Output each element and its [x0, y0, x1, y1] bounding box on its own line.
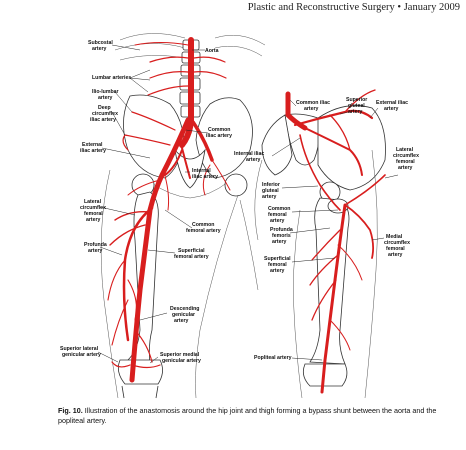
label-lateral-circumflex-3: femoral: [84, 211, 103, 217]
label-deep-circumflex-2: circumflex: [92, 111, 118, 117]
label-external-iliac-1: External: [82, 142, 103, 148]
running-head: Plastic and Reconstructive Surgery • Jan…: [247, 2, 460, 13]
label-deep-circumflex-3: iliac artery: [90, 117, 116, 123]
label-r-common-femoral-2: femoral: [268, 212, 287, 218]
label-superior-medial-genicular-1: Superior medial: [160, 352, 200, 358]
label-r-profunda-3: artery: [272, 239, 287, 245]
figure-caption: Fig. 10. Illustration of the anastomosis…: [58, 406, 458, 426]
label-ilio-lumbar-2: artery: [98, 95, 113, 101]
label-r-inferior-gluteal-3: artery: [262, 194, 277, 200]
label-descending-genicular-2: genicular: [172, 312, 195, 318]
label-r-superior-gluteal-1: Superior: [346, 97, 367, 103]
label-r-common-iliac-2: artery: [304, 106, 319, 112]
label-r-lateral-circumflex-4: artery: [398, 165, 413, 171]
label-superior-medial-genicular-2: genicular artery: [162, 358, 201, 364]
label-subcostal-artery-2: artery: [92, 46, 107, 52]
label-r-medial-circumflex-4: artery: [388, 252, 403, 258]
label-r-medial-circumflex-2: circumflex: [384, 240, 410, 246]
right-arteries: [285, 89, 386, 394]
label-profunda-2: artery: [88, 248, 103, 254]
label-r-superficial-femoral-1: Superficial: [264, 256, 291, 262]
label-r-popliteal: Popliteal artery: [254, 355, 292, 361]
label-r-lateral-circumflex-3: femoral: [396, 159, 415, 165]
label-common-femoral-1: Common: [192, 222, 214, 228]
label-deep-circumflex-1: Deep: [98, 105, 111, 111]
label-subcostal-artery: Subcostal: [88, 40, 113, 46]
label-r-inferior-gluteal-1: Inferior: [262, 182, 280, 188]
label-r-common-iliac-1: Common iliac: [296, 100, 330, 106]
label-lateral-circumflex-4: artery: [86, 217, 101, 223]
caption-label: Fig. 10.: [58, 406, 83, 415]
label-descending-genicular-3: artery: [174, 318, 189, 324]
right-leaders: [271, 99, 399, 361]
label-r-medial-circumflex-1: Medial: [386, 234, 403, 240]
label-r-superficial-femoral-3: artery: [270, 268, 285, 274]
label-aorta: Aorta: [205, 48, 219, 54]
label-r-common-femoral-1: Common: [268, 206, 290, 212]
label-profunda-1: Profunda: [84, 242, 107, 248]
left-arteries: [107, 37, 231, 383]
label-r-profunda-1: Profunda: [270, 227, 293, 233]
caption-text: Illustration of the anastomosis around t…: [58, 406, 437, 425]
label-r-inferior-gluteal-2: gluteal: [262, 188, 279, 194]
right-text-labels: Common iliac artery Superior gluteal art…: [234, 97, 419, 361]
label-r-internal-iliac-2: artery: [246, 157, 261, 163]
label-r-profunda-2: femoris: [272, 233, 291, 239]
left-leaders: [97, 44, 209, 364]
label-descending-genicular-1: Descending: [170, 306, 199, 312]
label-external-iliac-2: iliac artery: [80, 148, 106, 154]
label-lateral-circumflex-2: circumflex: [80, 205, 106, 211]
label-internal-iliac-2: iliac artery: [192, 174, 218, 180]
label-common-femoral-2: femoral artery: [186, 228, 221, 234]
label-superficial-femoral-1: Superficial: [178, 248, 205, 254]
label-common-iliac-1: Common: [208, 127, 230, 133]
label-ilio-lumbar: Ilio-lumbar: [92, 89, 119, 95]
label-lumbar-arteries: Lumbar arteries: [92, 75, 131, 81]
label-r-medial-circumflex-3: femoral: [386, 246, 405, 252]
left-text-labels: Subcostal artery Aorta Lumbar arteries I…: [60, 40, 232, 364]
label-superior-lateral-genicular-2: genicular artery: [62, 352, 101, 358]
label-r-internal-iliac-1: Internal iliac: [234, 151, 264, 157]
label-common-iliac-2: iliac artery: [206, 133, 232, 139]
label-r-common-femoral-3: artery: [270, 218, 285, 224]
label-r-superior-gluteal-2: gluteal: [348, 103, 365, 109]
label-r-superficial-femoral-2: femoral: [268, 262, 287, 268]
label-superficial-femoral-2: femoral artery: [174, 254, 209, 260]
label-r-lateral-circumflex-1: Lateral: [396, 147, 414, 153]
label-r-external-iliac-2: artery: [384, 106, 399, 112]
label-r-lateral-circumflex-2: circumflex: [393, 153, 419, 159]
label-lateral-circumflex-1: Lateral: [84, 199, 102, 205]
label-internal-iliac-1: Internal: [192, 168, 211, 174]
label-superior-lateral-genicular-1: Superior lateral: [60, 346, 99, 352]
left-skeleton: [100, 33, 266, 399]
label-r-external-iliac-1: External iliac: [376, 100, 408, 106]
label-r-superior-gluteal-3: artery: [348, 109, 363, 115]
